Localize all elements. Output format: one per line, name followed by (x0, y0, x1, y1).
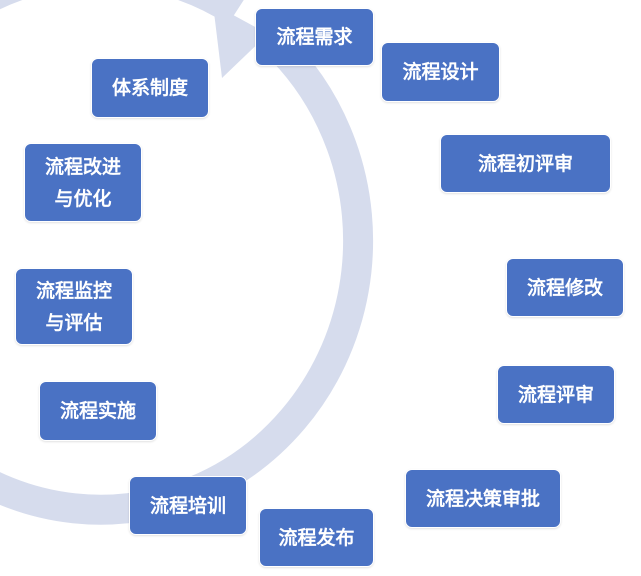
step-liucheng-gaijin-youhua: 流程改进 与优化 (24, 143, 142, 222)
cycle-arrowhead (213, 4, 268, 78)
step-liucheng-jueceshenpi: 流程决策审批 (405, 469, 561, 528)
step-liucheng-sheji: 流程设计 (381, 42, 500, 102)
step-liucheng-jiankong-pinggu: 流程监控 与评估 (15, 268, 133, 345)
step-liucheng-pingshen: 流程评审 (497, 365, 615, 424)
step-liucheng-xiugai: 流程修改 (506, 258, 624, 317)
step-liucheng-shishi: 流程实施 (39, 381, 157, 441)
step-liucheng-xuqiu: 流程需求 (255, 8, 374, 66)
step-liucheng-fabu: 流程发布 (259, 508, 374, 567)
step-liucheng-chuping: 流程初评审 (440, 134, 611, 193)
step-liucheng-peixun: 流程培训 (129, 476, 247, 535)
step-tixi-zhidu: 体系制度 (91, 58, 209, 118)
